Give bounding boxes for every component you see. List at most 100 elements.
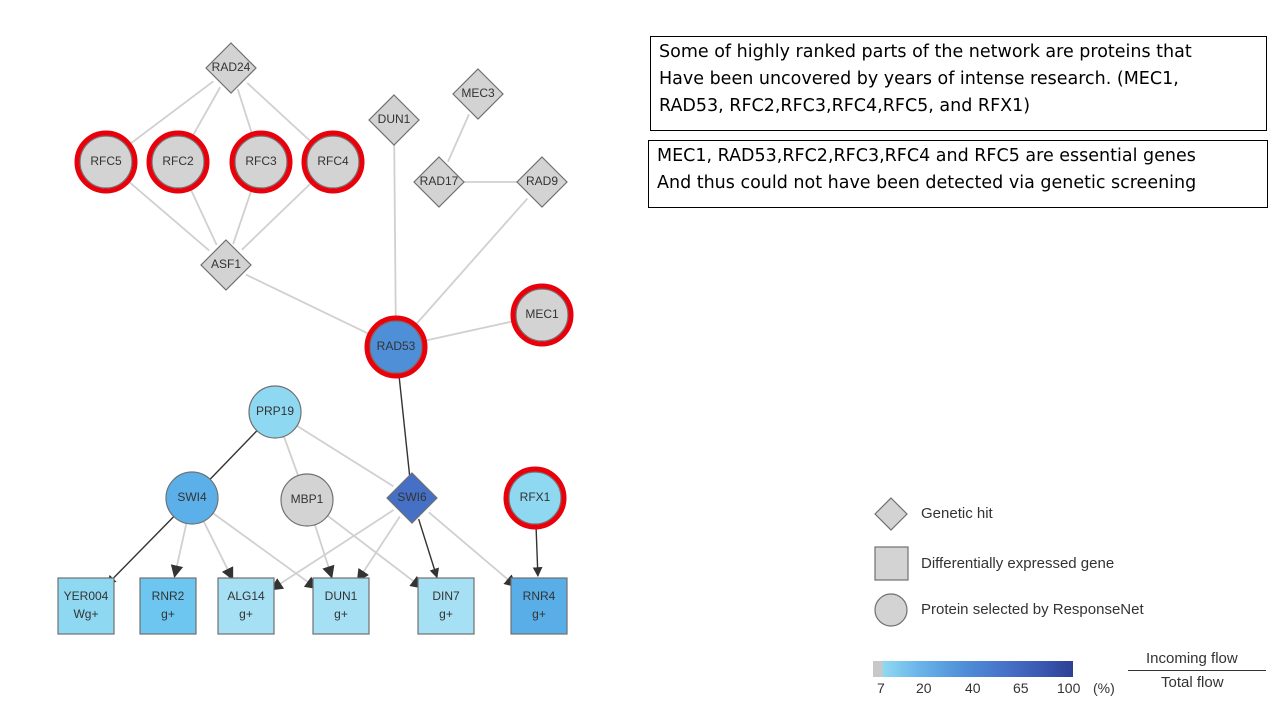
node-sublabel: Wg+ [73, 607, 98, 621]
protein-circle-icon [280, 473, 334, 527]
protein-circle-icon [874, 593, 908, 627]
node-label: RFC5 [90, 154, 122, 168]
node-label: RNR4 [523, 589, 556, 603]
edge-rfc5-asf1 [125, 178, 210, 252]
edge-swi6-dun1_bot [356, 515, 401, 582]
note-box-research: Some of highly ranked parts of the netwo… [650, 36, 1267, 131]
protein-circle-icon [306, 135, 360, 189]
protein-circle-icon [508, 471, 562, 525]
edge-swi4-rnr2 [170, 520, 188, 578]
highlight-ring [146, 130, 210, 194]
diff-expressed-square-icon [139, 577, 197, 635]
edge-rad24-rfc4 [246, 82, 315, 145]
genetic-hit-diamond-icon [874, 497, 908, 531]
edge-dun1_top-rad53 [393, 142, 397, 321]
node-sublabel: g+ [161, 607, 175, 621]
node-mbp1: MBP1 [280, 473, 334, 527]
genetic-hit-diamond-icon [200, 239, 252, 291]
edge-rfc4-asf1 [241, 179, 315, 251]
node-swi4: SWI4 [165, 471, 219, 525]
flow-denominator: Total flow [1161, 674, 1224, 691]
node-dun1-top: DUN1 [368, 94, 420, 146]
node-sublabel: g+ [239, 607, 253, 621]
flow-fraction-divider [1128, 670, 1266, 671]
node-label: ALG14 [227, 589, 265, 603]
edge-prp19-mbp1 [281, 433, 301, 479]
flow-numerator: Incoming flow [1146, 650, 1238, 667]
legend-genetic-hit: Genetic hit [921, 505, 993, 522]
note-box-essential-genes: MEC1, RAD53,RFC2,RFC3,RFC4 and RFC5 are … [648, 140, 1268, 208]
edge-swi4-dun1_bot [210, 510, 318, 590]
node-label: YER004 [64, 589, 109, 603]
edge-mec1-rad53 [421, 319, 517, 343]
node-label: RAD9 [526, 174, 558, 188]
protein-circle-icon [151, 135, 205, 189]
diff-expressed-square-icon [217, 577, 275, 635]
protein-circle-icon [79, 135, 133, 189]
edge-prp19-swi6 [293, 423, 394, 488]
node-label: SWI6 [397, 490, 427, 504]
genetic-hit-diamond-icon [368, 94, 420, 146]
edge-mbp1-din7 [324, 513, 424, 589]
legend-diff-expressed: Differentially expressed gene [921, 555, 1115, 572]
node-rfx1: RFX1 [503, 466, 567, 530]
protein-circle-icon [248, 385, 302, 439]
protein-circle-icon [165, 471, 219, 525]
node-label: MEC1 [525, 307, 559, 321]
node-rfc5: RFC5 [74, 130, 138, 194]
scale-tick: 20 [916, 680, 932, 696]
node-label: RFC2 [162, 154, 194, 168]
node-label: RAD53 [377, 339, 416, 353]
edge-prp19-swi4 [207, 428, 260, 482]
node-rad24: RAD24 [205, 42, 257, 94]
node-sublabel: g+ [532, 607, 546, 621]
legend-protein-selected: Protein selected by ResponseNet [921, 601, 1144, 618]
protein-circle-icon [234, 135, 288, 189]
diff-expressed-square-icon [417, 577, 475, 635]
node-label: DUN1 [378, 112, 411, 126]
node-alg14: ALG14 g+ [217, 577, 275, 635]
node-swi6: SWI6 [386, 472, 438, 524]
node-rfc3: RFC3 [229, 130, 293, 194]
scale-unit: (%) [1093, 680, 1115, 696]
node-sublabel: g+ [334, 607, 348, 621]
node-rfc4: RFC4 [301, 130, 365, 194]
genetic-hit-diamond-icon [205, 42, 257, 94]
node-label: RFC3 [245, 154, 277, 168]
node-label: RAD17 [420, 174, 459, 188]
scale-tick: 65 [1013, 680, 1029, 696]
scale-tick: 100 [1057, 680, 1081, 696]
node-rfc2: RFC2 [146, 130, 210, 194]
node-asf1: ASF1 [200, 239, 252, 291]
note-line: Some of highly ranked parts of the netwo… [659, 42, 1192, 62]
node-mec3: MEC3 [452, 68, 504, 120]
edge-rfc2-asf1 [188, 185, 218, 246]
node-label: ASF1 [211, 257, 241, 271]
edge-swi4-alg14 [201, 518, 234, 581]
genetic-hit-diamond-icon [452, 68, 504, 120]
node-label: RFC4 [317, 154, 349, 168]
edge-rfc3-asf1 [232, 186, 254, 245]
diff-expressed-square-icon [57, 577, 115, 635]
diff-expressed-square-icon [312, 577, 370, 635]
edges-layer [106, 80, 543, 591]
note-line: RAD53, RFC2,RFC3,RFC4,RFC5, and RFX1) [659, 96, 1031, 116]
note-line: And thus could not have been detected vi… [657, 173, 1197, 193]
node-label: MBP1 [291, 492, 324, 506]
highlight-ring [74, 130, 138, 194]
node-label: DIN7 [432, 589, 460, 603]
highlight-ring [503, 466, 567, 530]
edge-mbp1-dun1_bot [313, 521, 335, 579]
node-label: MEC3 [461, 86, 495, 100]
node-label: SWI4 [177, 490, 207, 504]
edge-rad24-rfc5 [126, 80, 214, 147]
flow-colorbar [873, 661, 1073, 677]
node-rad9: RAD9 [516, 156, 568, 208]
node-mec1: MEC1 [510, 283, 574, 347]
edge-asf1-rad53 [245, 273, 373, 337]
genetic-hit-diamond-icon [386, 472, 438, 524]
edge-rfx1-rnr4 [532, 524, 543, 577]
